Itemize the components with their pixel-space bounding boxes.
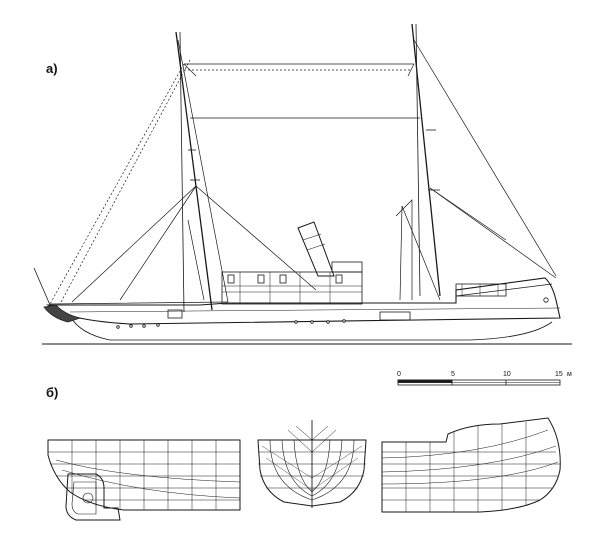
hull-outline [45,277,561,325]
scale-tick-15: 15 [555,371,563,378]
portholes [116,297,549,329]
ship-profile [33,23,572,345]
foremast [175,31,213,313]
rigging [49,39,557,305]
superstructure [221,271,363,305]
stem-pole [33,267,51,306]
scale-tick-5: 5 [451,371,455,378]
sheer-line [49,283,553,305]
stern-rudder [65,473,121,521]
lines-plan-aft [47,439,241,521]
scale-tick-10: 10 [503,371,511,378]
mainmast [411,23,441,297]
label-profile-view: а) [46,61,58,76]
bow-stem [43,304,82,323]
label-lines-plan: б) [46,385,59,400]
scale-bar [397,379,561,386]
lines-plan-fore [381,417,561,513]
scale-tick-0: 0 [397,371,401,378]
scale-unit: м [567,371,572,378]
funnel [297,221,335,277]
deckhouse-upper [331,261,363,273]
hull-bottom [69,315,553,341]
aft-deckhouse [455,283,507,297]
body-plan [257,420,367,508]
